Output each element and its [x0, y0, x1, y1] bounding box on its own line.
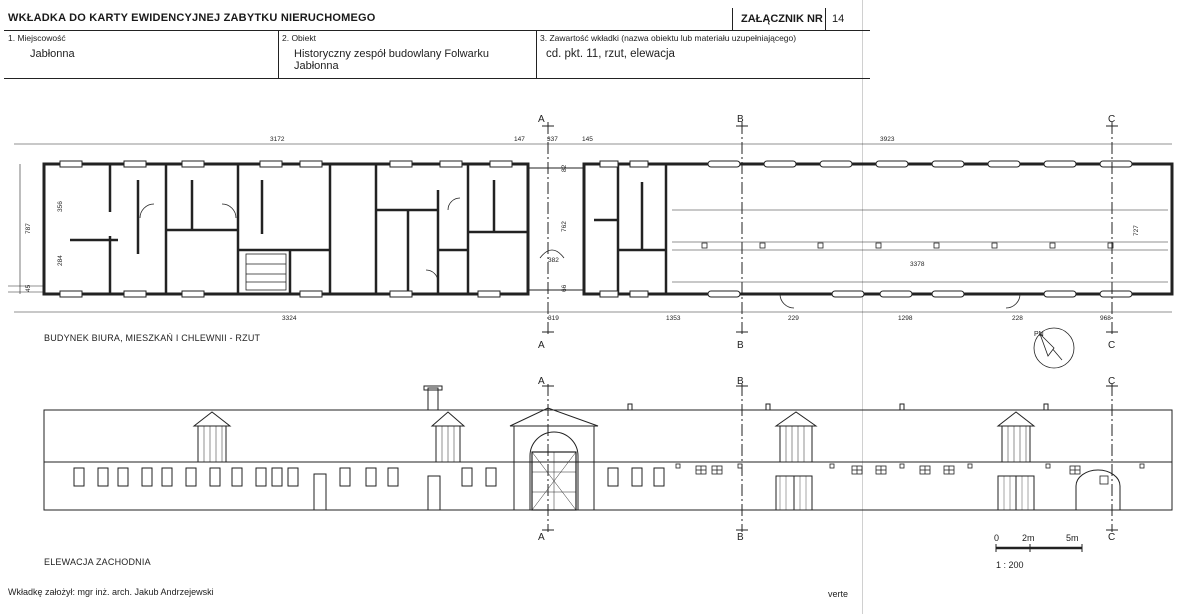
section-label-a: A — [538, 376, 545, 387]
dormer-slats — [203, 426, 1027, 462]
author-note: Wkładkę założył: mgr inż. arch. Jakub An… — [8, 587, 214, 597]
dim-label: 3923 — [880, 136, 895, 143]
field-contents: 3. Zawartość wkładki (nazwa obiektu lub … — [536, 30, 870, 78]
dim-label: 82 — [561, 164, 568, 172]
elevation-dormers — [192, 411, 1036, 463]
plan-windows — [59, 160, 649, 298]
plan-caption: BUDYNEK BIURA, MIESZKAŃ I CHLEWNII - RZU… — [44, 333, 261, 343]
scale-bar — [995, 544, 1083, 552]
floor-plan — [8, 143, 1174, 313]
dim-label: 3378 — [910, 261, 925, 268]
dim-label: 45 — [25, 284, 32, 292]
annex-box: ZAŁĄCZNIK NR — [732, 8, 826, 30]
north-label: PN — [1034, 331, 1044, 338]
section-label-a: A — [538, 114, 545, 125]
field-label: 2. Obiekt — [282, 33, 317, 43]
dim-label: 3324 — [282, 315, 297, 322]
dim-label: 319 — [548, 315, 559, 322]
dim-label: 787 — [25, 223, 32, 234]
annex-number: 14 — [832, 13, 845, 25]
document-title: WKŁADKA DO KARTY EWIDENCYJNEJ ZABYTKU NI… — [8, 12, 376, 24]
dim-label: 66 — [561, 284, 568, 292]
elevation-wall — [43, 461, 1173, 511]
dim-label: 145 — [582, 136, 593, 143]
section-label-c: C — [1108, 532, 1115, 543]
page-fold-line — [862, 0, 863, 614]
dim-label: 228 — [1012, 315, 1023, 322]
barn-doors — [775, 475, 1035, 511]
field-locality: 1. Miejscowość Jabłonna — [4, 30, 279, 78]
central-gable — [509, 407, 599, 427]
field-label: 1. Miejscowość — [8, 33, 66, 43]
dim-label: 284 — [57, 255, 64, 266]
plan-barn-windows — [707, 160, 1133, 298]
dim-label: 1353 — [666, 315, 681, 322]
elevation-door — [427, 475, 441, 511]
section-label-c: C — [1108, 114, 1115, 125]
dim-label: 382 — [548, 257, 559, 264]
dim-label: 968 — [1100, 315, 1111, 322]
section-label-c: C — [1108, 376, 1115, 387]
section-marker-ticks — [542, 125, 1118, 531]
scale-label-5m: 5m — [1066, 533, 1079, 543]
arched-opening — [1075, 469, 1121, 510]
north-arrow: PN — [1033, 327, 1075, 369]
elevation-door — [313, 473, 327, 511]
field-object: 2. Obiekt Historyczny zespół budowlany F… — [278, 30, 537, 78]
plan-pillars — [701, 242, 1114, 249]
field-value: Jabłonna — [30, 48, 75, 60]
section-label-a: A — [538, 340, 545, 351]
section-label-b: B — [737, 532, 744, 543]
section-label-b: B — [737, 114, 744, 125]
scale-ratio: 1 : 200 — [996, 560, 1024, 570]
elevation-windows-left — [73, 467, 665, 487]
plan-outer-wall-right — [582, 162, 1174, 296]
section-letters: A A A A B B B B C C C C — [538, 114, 1115, 543]
west-elevation — [43, 385, 1173, 511]
plan-outer-wall-left — [42, 162, 530, 296]
section-label-c: C — [1108, 340, 1115, 351]
scale-label-0: 0 — [994, 533, 999, 543]
field-value: cd. pkt. 11, rzut, elewacja — [546, 48, 675, 60]
field-value: Historyczny zespół budowlany Folwarku Ja… — [294, 48, 490, 72]
header-table: WKŁADKA DO KARTY EWIDENCYJNEJ ZABYTKU NI… — [4, 8, 870, 79]
elevation-roof — [43, 409, 1173, 463]
elevation-windows-right — [675, 463, 1145, 475]
dim-label: 229 — [788, 315, 799, 322]
section-lines — [547, 122, 1113, 532]
dim-label: 1298 — [898, 315, 913, 322]
field-label: 3. Zawartość wkładki (nazwa obiektu lub … — [540, 33, 797, 43]
section-label-b: B — [737, 340, 744, 351]
annex-label: ZAŁĄCZNIK NR — [741, 13, 823, 25]
dim-label: 3172 — [270, 136, 285, 143]
dim-label: 762 — [561, 221, 568, 232]
scale-label-2m: 2m — [1022, 533, 1035, 543]
dim-label: 356 — [57, 201, 64, 212]
elevation-caption: ELEWACJA ZACHODNIA — [44, 557, 151, 567]
header-title-row: WKŁADKA DO KARTY EWIDENCYJNEJ ZABYTKU NI… — [4, 8, 870, 31]
section-label-a: A — [538, 532, 545, 543]
dim-label: 147 — [514, 136, 525, 143]
dim-label: 337 — [547, 136, 558, 143]
section-label-b: B — [737, 376, 744, 387]
verte-note: verte — [828, 589, 849, 599]
dim-label: 727 — [1133, 225, 1140, 236]
plan-dimensions: 3172 147 337 145 3923 3324 319 1353 229 … — [25, 136, 1140, 322]
